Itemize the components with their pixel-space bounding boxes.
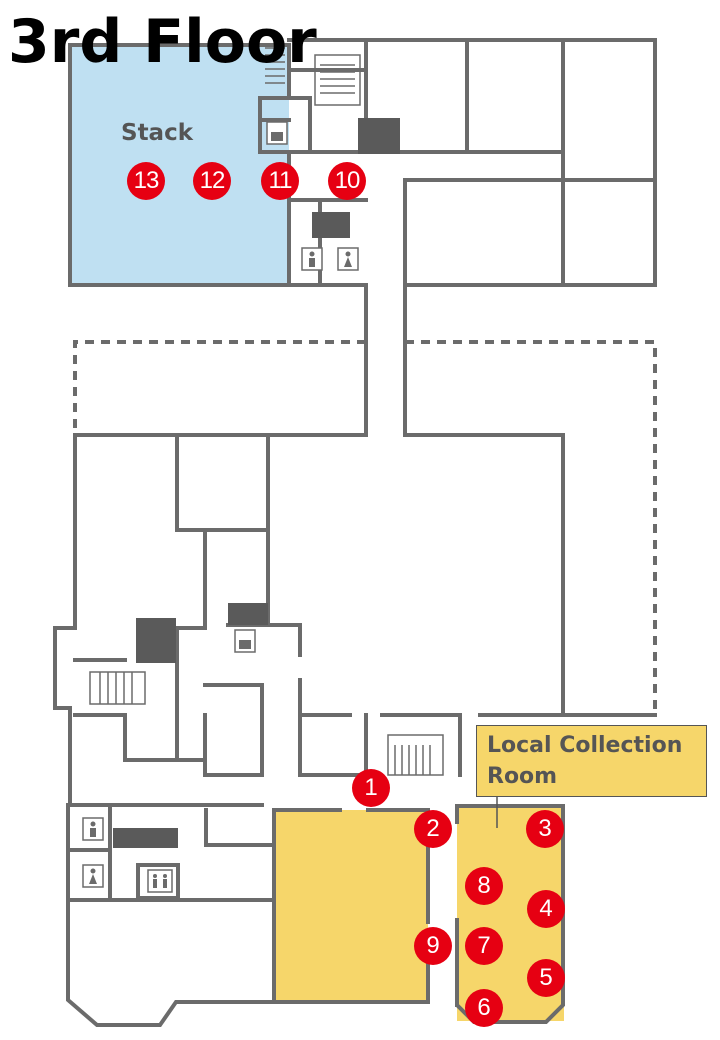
marker-8[interactable]: 8 bbox=[465, 867, 503, 905]
marker-2[interactable]: 2 bbox=[414, 810, 452, 848]
stack-room-label: Stack bbox=[121, 120, 194, 146]
restroom-male-icon bbox=[301, 247, 323, 271]
stairs-icon bbox=[387, 734, 444, 776]
marker-7[interactable]: 7 bbox=[465, 927, 503, 965]
marker-13[interactable]: 13 bbox=[127, 162, 165, 200]
multipurpose-restroom-icon bbox=[147, 869, 173, 893]
elevator-icon bbox=[234, 629, 256, 653]
restroom-female-icon bbox=[82, 864, 104, 888]
elevator-icon bbox=[266, 121, 288, 145]
marker-9[interactable]: 9 bbox=[414, 927, 452, 965]
marker-1[interactable]: 1 bbox=[352, 769, 390, 807]
marker-12[interactable]: 12 bbox=[193, 162, 231, 200]
marker-10[interactable]: 10 bbox=[328, 162, 366, 200]
local-collection-label-line1: Local Collection bbox=[487, 733, 683, 758]
shaft-block bbox=[136, 618, 176, 663]
restroom-female-icon bbox=[337, 247, 359, 271]
stairs-icon bbox=[314, 54, 361, 106]
stairs-icon bbox=[89, 671, 146, 705]
restroom-male-icon bbox=[82, 817, 104, 841]
marker-6[interactable]: 6 bbox=[465, 989, 503, 1027]
shaft-block bbox=[113, 828, 178, 848]
shaft-block bbox=[358, 118, 400, 154]
local-collection-label-line2: Room bbox=[487, 764, 558, 789]
local-collection-room-label: Local Collection Room bbox=[476, 725, 707, 797]
stack-room-fill bbox=[70, 45, 289, 285]
shaft-block bbox=[312, 212, 350, 238]
marker-5[interactable]: 5 bbox=[527, 959, 565, 997]
marker-11[interactable]: 11 bbox=[261, 162, 299, 200]
yellow-room-fill bbox=[274, 810, 428, 1002]
page-title: 3rd Floor bbox=[8, 7, 317, 77]
marker-4[interactable]: 4 bbox=[527, 890, 565, 928]
marker-3[interactable]: 3 bbox=[526, 810, 564, 848]
shaft-block bbox=[228, 603, 268, 625]
